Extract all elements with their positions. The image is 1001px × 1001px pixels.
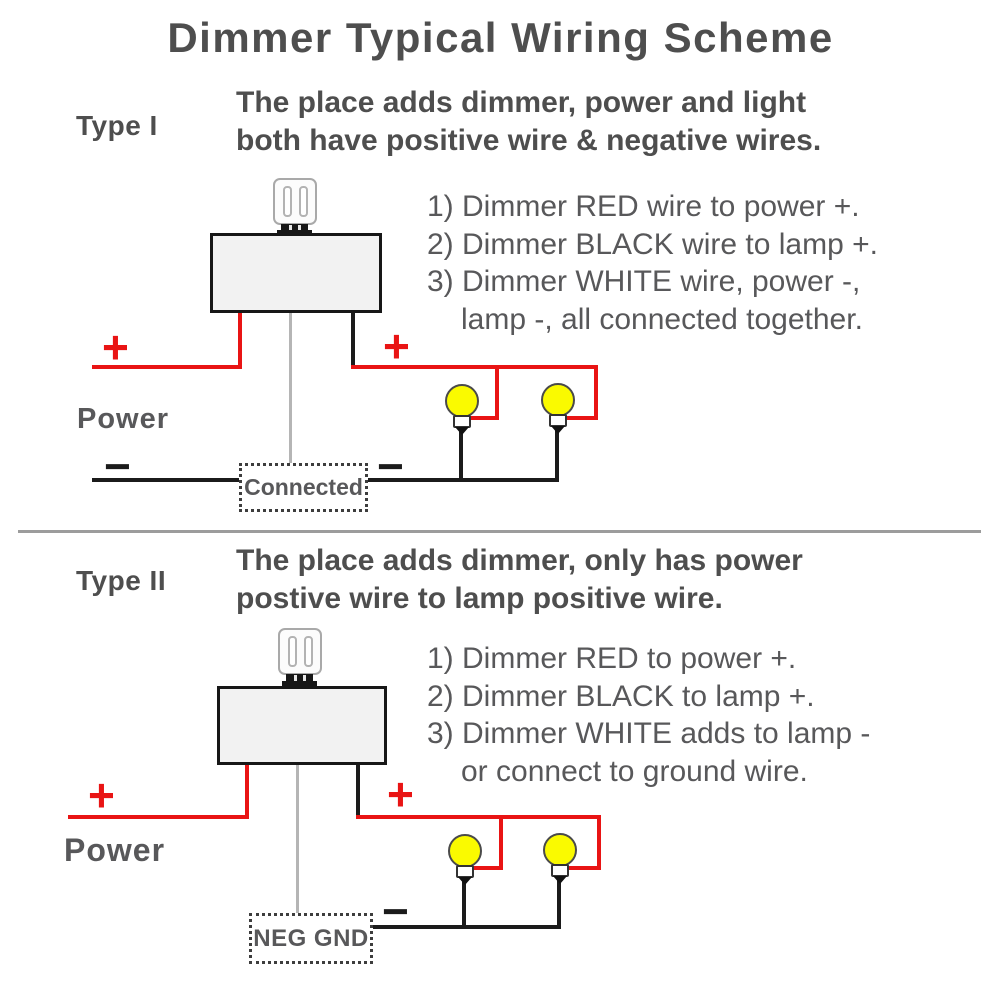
minus-sign: − — [377, 440, 404, 492]
connector-stripe — [289, 225, 292, 234]
type1-step-3-continued: lamp -, all connected together. — [461, 302, 863, 336]
knob-slot — [304, 636, 313, 667]
power-positive-wire — [92, 365, 242, 369]
type2-step-1: 1) Dimmer RED to power +. — [427, 642, 797, 675]
connector-stripe — [303, 675, 306, 684]
bulb-glass — [448, 834, 482, 868]
type2-step-2: 2) Dimmer BLACK to lamp +. — [427, 679, 815, 713]
bulb-tip — [553, 876, 567, 884]
section-divider — [18, 530, 981, 533]
type1-instructions: 1) Dimmer RED wire to power +. 2) Dimmer… — [427, 188, 878, 338]
type1-step-1: 1) Dimmer RED wire to power +. — [427, 190, 860, 223]
lamp2-positive-drop — [597, 815, 601, 870]
lamp-positive-wire — [351, 365, 598, 369]
dimmer-body — [210, 233, 382, 313]
knob-connector — [281, 224, 308, 235]
lamp1-positive-stub — [467, 416, 499, 420]
type1-description-line1: The place adds dimmer, power and light — [236, 86, 807, 119]
red-wire-vertical — [238, 311, 242, 367]
bulb-tip — [455, 427, 469, 435]
type1-description: The place adds dimmer, power and light b… — [236, 84, 821, 160]
minus-sign: − — [104, 440, 131, 492]
connected-label: Connected — [244, 474, 363, 500]
lamp1-negative-wire — [459, 428, 463, 482]
type2-description: The place adds dimmer, only has power po… — [236, 542, 803, 618]
red-wire-vertical — [245, 763, 249, 819]
type2-label: Type II — [76, 565, 167, 596]
lamp-bulb-icon — [543, 833, 577, 885]
bulb-tip — [458, 877, 472, 885]
type1-description-line2: both have positive wire & negative wires… — [236, 124, 822, 157]
type1-label: Type I — [76, 110, 158, 141]
lamp-bulb-icon — [541, 383, 575, 435]
type1-step-2: 2) Dimmer BLACK wire to lamp +. — [427, 227, 878, 261]
dimmer-body — [217, 686, 387, 765]
lamp-negative-wire — [368, 478, 558, 482]
lamp-bulb-icon — [448, 834, 482, 886]
bulb-tip — [551, 426, 565, 434]
power-label: Power — [77, 403, 170, 435]
lamp2-positive-stub — [566, 416, 598, 420]
connector-stripe — [298, 225, 301, 234]
lamp-positive-wire — [356, 815, 601, 819]
connector-flange — [277, 230, 312, 235]
black-wire-vertical — [351, 311, 355, 367]
type2-description-line2: postive wire to lamp positive wire. — [236, 582, 723, 615]
white-wire — [289, 313, 292, 465]
lamp1-negative-wire — [462, 878, 466, 929]
plus-sign: + — [387, 768, 414, 820]
type2-step-3-continued: or connect to ground wire. — [461, 754, 808, 788]
power-label: Power — [64, 832, 166, 868]
type2-instructions: 1) Dimmer RED to power +. 2) Dimmer BLAC… — [427, 640, 870, 790]
dimmer-knob-icon — [278, 628, 322, 675]
black-wire-vertical — [356, 763, 360, 819]
plus-sign: + — [102, 321, 129, 373]
lamp2-positive-stub — [567, 866, 601, 870]
type2-step-3: 3) Dimmer WHITE adds to lamp - — [427, 717, 871, 750]
connector-flange — [282, 681, 317, 686]
connector-stripe — [294, 675, 297, 684]
page-title: Dimmer Typical Wiring Scheme — [167, 14, 834, 61]
type2-description-line1: The place adds dimmer, only has power — [236, 544, 803, 577]
bulb-glass — [543, 833, 577, 867]
neg-gnd-label: NEG GND — [253, 924, 369, 952]
lamp2-negative-wire — [555, 427, 559, 482]
power-negative-wire — [92, 478, 239, 482]
power-positive-wire — [68, 815, 249, 819]
knob-slot — [288, 636, 297, 667]
plus-sign: + — [88, 769, 115, 821]
dimmer-knob-icon — [273, 178, 317, 225]
plus-sign: + — [383, 320, 410, 372]
lamp1-positive-drop — [495, 365, 499, 420]
connected-junction-box: Connected — [239, 463, 368, 512]
lamp2-negative-wire — [557, 877, 561, 929]
lamp1-positive-drop — [499, 815, 503, 870]
knob-slot — [299, 186, 308, 217]
lamp-negative-wire — [373, 925, 558, 929]
lamp-bulb-icon — [445, 384, 479, 436]
knob-slot — [283, 186, 292, 217]
lamp2-positive-drop — [594, 365, 598, 420]
bulb-glass — [445, 384, 479, 418]
lamp1-positive-stub — [471, 866, 503, 870]
white-wire — [296, 765, 299, 915]
type1-step-3: 3) Dimmer WHITE wire, power -, — [427, 265, 861, 298]
bulb-glass — [541, 383, 575, 417]
neg-gnd-junction-box: NEG GND — [249, 913, 373, 964]
